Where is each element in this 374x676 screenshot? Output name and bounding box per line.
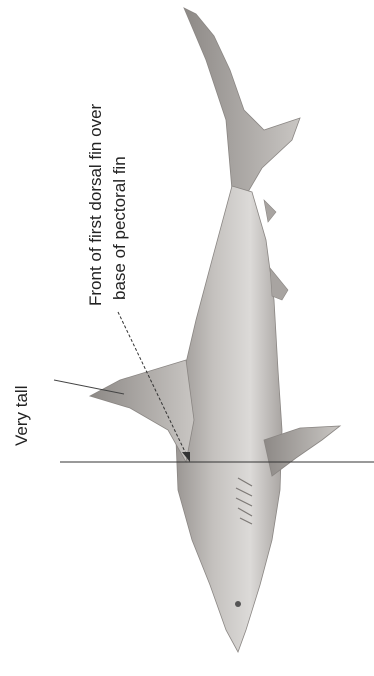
first-dorsal-fin	[90, 360, 194, 462]
anal-fin	[270, 268, 288, 300]
second-dorsal-fin	[264, 200, 276, 222]
front-label-line1: Front of first dorsal fin over	[86, 104, 106, 306]
caudal-fin	[184, 8, 300, 192]
very-tall-label: Very tall	[12, 386, 32, 446]
front-label-line2: base of pectoral fin	[110, 156, 130, 300]
eye	[235, 601, 241, 607]
